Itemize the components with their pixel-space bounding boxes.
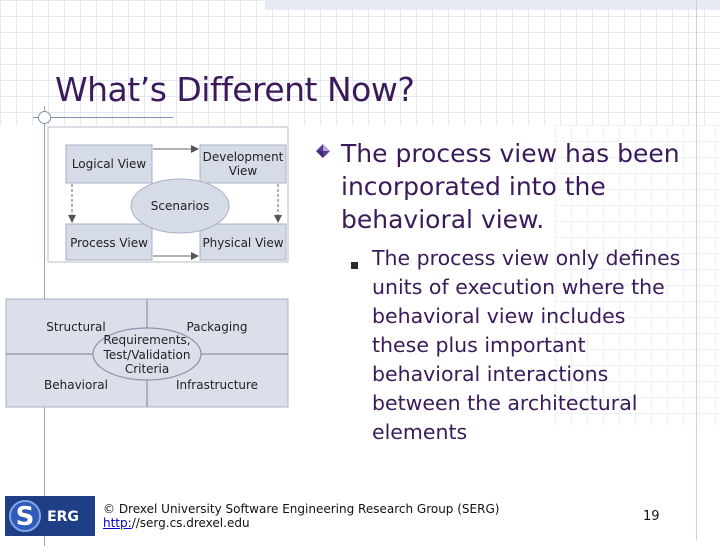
main-bullet-text: The process view has been incorporated i… <box>341 139 680 234</box>
behavioral-label: Behavioral <box>44 378 108 392</box>
requirements-label-line3: Criteria <box>125 362 169 376</box>
development-view-label-line1: Development <box>203 150 284 164</box>
infrastructure-label: Infrastructure <box>176 378 258 392</box>
physical-view-label: Physical View <box>202 236 283 250</box>
right-rule <box>696 0 697 540</box>
scenarios-label: Scenarios <box>151 199 209 213</box>
development-view-label-line2: View <box>229 164 258 178</box>
structural-label: Structural <box>46 320 105 334</box>
architecture-views-diagram: Logical View Development View Scenarios … <box>5 126 289 408</box>
sub-bullet-text: The process view only defines units of e… <box>372 246 681 444</box>
url-link-prefix[interactable]: http: <box>103 516 132 530</box>
square-bullet-icon <box>351 262 358 269</box>
requirements-label-line2: Test/Validation <box>103 348 191 362</box>
requirements-label-line1: Requirements, <box>103 333 190 347</box>
development-view-box <box>199 144 287 184</box>
process-view-label: Process View <box>70 236 148 250</box>
process-view-box <box>65 223 153 261</box>
packaging-label: Packaging <box>187 320 248 334</box>
scenarios-ellipse <box>130 178 230 234</box>
footer-credit: © Drexel University Software Engineering… <box>103 502 499 530</box>
background-grid <box>0 0 720 125</box>
page-number: 19 <box>643 509 660 524</box>
title-rule-marker <box>38 111 51 124</box>
physical-view-box <box>199 223 287 261</box>
slide-title: What’s Different Now? <box>55 70 415 109</box>
logical-view-label: Logical View <box>72 157 147 171</box>
url-link-rest[interactable]: //serg.cs.drexel.edu <box>131 516 250 530</box>
requirements-ellipse <box>92 327 202 381</box>
serg-logo: S ERG <box>5 496 95 536</box>
logical-view-box <box>65 144 153 184</box>
diamond-bullet-icon <box>316 144 330 158</box>
copyright-text: © Drexel University Software Engineering… <box>103 502 500 516</box>
background-grid-right <box>555 125 720 425</box>
footer-url[interactable]: http://serg.cs.drexel.edu <box>103 516 499 530</box>
title-rule <box>33 117 173 118</box>
logo-text: ERG <box>47 509 79 525</box>
svg-text:S: S <box>16 502 35 532</box>
